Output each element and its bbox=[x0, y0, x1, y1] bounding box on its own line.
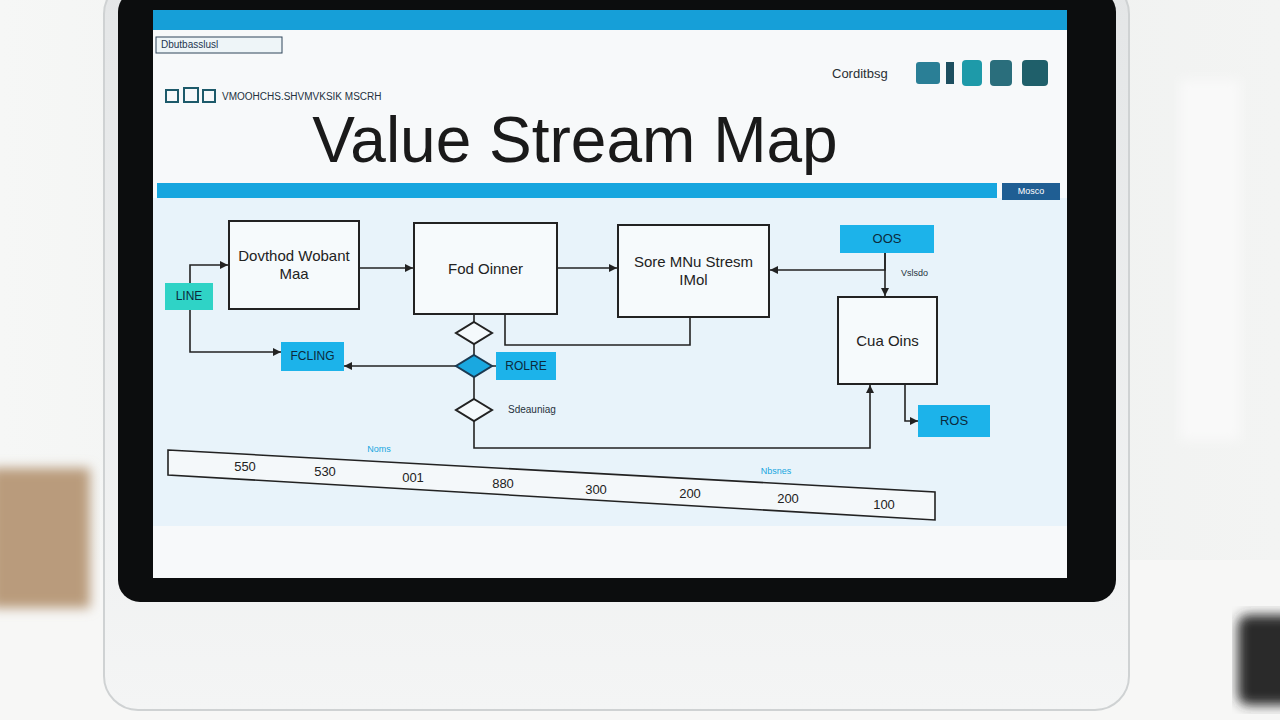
timeline-value: 001 bbox=[402, 471, 424, 486]
timeline-value: 200 bbox=[679, 487, 701, 502]
node-text: Sore MNu Stresm IMol bbox=[627, 253, 760, 289]
decision-diamond bbox=[456, 399, 492, 421]
monitor-bezel bbox=[118, 0, 1116, 602]
process-box: Fod Oinner bbox=[413, 222, 558, 315]
monitor-housing bbox=[104, 0, 1129, 710]
node-text: Cua Oins bbox=[856, 332, 919, 350]
flow-arrow bbox=[360, 267, 413, 269]
diagram-area bbox=[153, 198, 1067, 526]
timeline-value: 300 bbox=[585, 483, 607, 498]
node-text: LINE bbox=[176, 289, 203, 303]
timeline-band bbox=[168, 450, 935, 520]
node-text: ROLRE bbox=[505, 359, 546, 373]
note-text: Sdeauniag bbox=[508, 404, 556, 416]
timeline-value: 880 bbox=[492, 477, 514, 492]
node-text: Dovthod Wobant Maa bbox=[238, 247, 350, 283]
note-text: Vslsdo bbox=[901, 268, 928, 278]
data-tag: LINE bbox=[165, 283, 213, 310]
blurred-object bbox=[0, 468, 90, 608]
blurred-window bbox=[1180, 80, 1240, 440]
data-tag: ROLRE bbox=[496, 352, 556, 380]
diagram-title: Value Stream Map bbox=[312, 104, 837, 178]
flow-arrow bbox=[905, 385, 918, 421]
header-text: Dbutbasslusl bbox=[161, 39, 218, 51]
header-icons bbox=[166, 88, 215, 102]
node-text: OOS bbox=[873, 231, 902, 247]
timeline-value: 530 bbox=[314, 465, 336, 480]
process-box: Dovthod Wobant Maa bbox=[228, 220, 360, 310]
decision-diamond bbox=[456, 355, 492, 377]
flow-arrow bbox=[474, 315, 870, 448]
node-text: FCLING bbox=[290, 349, 334, 363]
toolbar-text: Corditbsg bbox=[832, 67, 888, 82]
process-box: Sore MNu Stresm IMol bbox=[617, 224, 770, 318]
data-tag: OOS bbox=[840, 225, 934, 253]
node-text: Fod Oinner bbox=[448, 260, 523, 278]
timeline-value: 200 bbox=[777, 492, 799, 507]
toolbar-icons bbox=[916, 60, 1048, 86]
axis-label: Nbsnes bbox=[761, 466, 792, 476]
header-tab bbox=[156, 37, 282, 53]
flow-arrow bbox=[190, 265, 228, 283]
data-tag: ROS bbox=[918, 405, 990, 437]
data-tag: FCLING bbox=[281, 342, 344, 371]
process-box: Cua Oins bbox=[837, 296, 938, 385]
axis-label: Noms bbox=[367, 444, 391, 454]
timeline-value: 100 bbox=[873, 498, 895, 513]
timeline-value: 550 bbox=[234, 460, 256, 475]
flow-arrow bbox=[770, 253, 885, 270]
node-text: ROS bbox=[940, 413, 968, 429]
decision-diamond bbox=[456, 322, 492, 344]
screen bbox=[153, 10, 1067, 578]
flow-arrow bbox=[505, 315, 690, 345]
flow-arrow bbox=[558, 267, 617, 269]
top-bar bbox=[153, 10, 1067, 30]
blurred-mug bbox=[1238, 615, 1280, 705]
title-tag bbox=[1002, 183, 1060, 200]
flow-arrow bbox=[190, 310, 281, 352]
flow-arrow bbox=[884, 253, 886, 296]
header-text: VMOOHCHS.SHVMVKSIK MSCRH bbox=[222, 91, 381, 103]
title-rule bbox=[157, 183, 997, 198]
tag-text: Mosco bbox=[1018, 186, 1045, 196]
